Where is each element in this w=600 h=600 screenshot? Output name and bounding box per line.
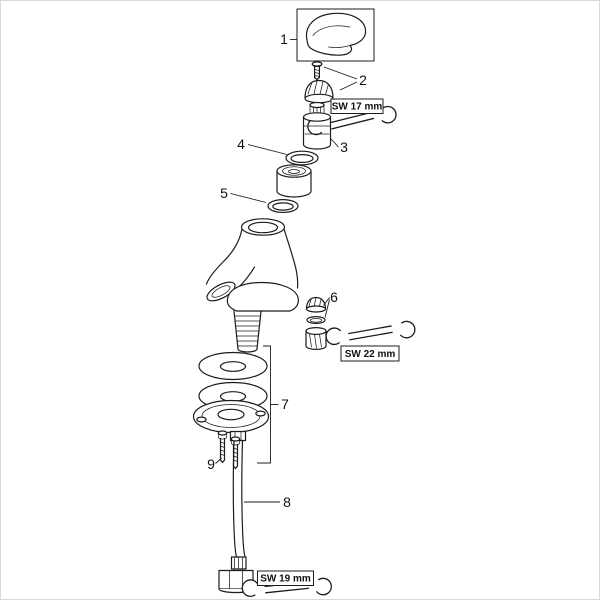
leader-4: [247, 144, 288, 155]
part-7-washer-1: [198, 351, 268, 381]
body-base: [226, 281, 299, 312]
leader-2b: [339, 81, 358, 91]
callout-2: 2: [359, 72, 367, 88]
sw19-box: [257, 570, 314, 586]
callout-4: 4: [237, 136, 245, 152]
part-5-valve-seat: [276, 164, 312, 198]
sw17-label: SW 17 mm: [332, 102, 383, 113]
part-2-screw-and-cap: [304, 61, 334, 104]
callout-9: 9: [207, 456, 215, 472]
part-3-cartridge: [302, 101, 332, 150]
handle-detail: [312, 25, 351, 36]
leader-2a: [323, 66, 358, 80]
screw-head: [311, 61, 323, 67]
part-6-aerator-group: [305, 296, 327, 350]
callout-8: 8: [283, 494, 291, 510]
part-7-mounting-flange: [192, 399, 270, 434]
sw17-box: [330, 98, 384, 114]
part-9-screws: [217, 430, 241, 470]
handle-detail-2: [328, 45, 351, 48]
sw22-box: [340, 345, 400, 362]
screw-a-head: [217, 430, 228, 436]
body-right-outline: [283, 228, 299, 289]
sw19-label: SW 19 mm: [260, 574, 311, 585]
callout-3: 3: [340, 139, 348, 155]
leader-6b: [324, 299, 330, 318]
callout-1: 1: [280, 31, 288, 47]
part-5-o-ring: [267, 199, 299, 214]
leader-6a: [323, 297, 330, 306]
part-4-o-ring: [285, 150, 319, 166]
sw22-label: SW 22 mm: [345, 349, 396, 360]
screw-b-head: [230, 436, 241, 442]
handle-outline-box: [296, 8, 375, 62]
hose-tube-right: [241, 439, 246, 558]
callout-numbers: 1 2 3 4 5 6 7 8 9: [207, 31, 367, 510]
leader-9: [215, 457, 222, 464]
callout-leaders: [215, 39, 358, 503]
aerator-body-top: [305, 327, 327, 336]
callout-7: 7: [281, 396, 289, 412]
callout-5: 5: [220, 185, 228, 201]
cap-base: [304, 93, 334, 104]
part-1-handle: [296, 8, 375, 62]
tail-left: [233, 310, 239, 350]
callout-6: 6: [330, 289, 338, 305]
leader-5: [230, 193, 267, 203]
spout-mouth: [206, 281, 236, 302]
body-left-outline: [205, 228, 243, 285]
hose-tube-left: [232, 439, 238, 558]
leader-3: [330, 138, 339, 148]
tail-right: [256, 310, 262, 350]
flange-hole-right: [255, 410, 266, 417]
faucet-body: [205, 218, 299, 353]
flange-hole-left: [196, 416, 207, 423]
